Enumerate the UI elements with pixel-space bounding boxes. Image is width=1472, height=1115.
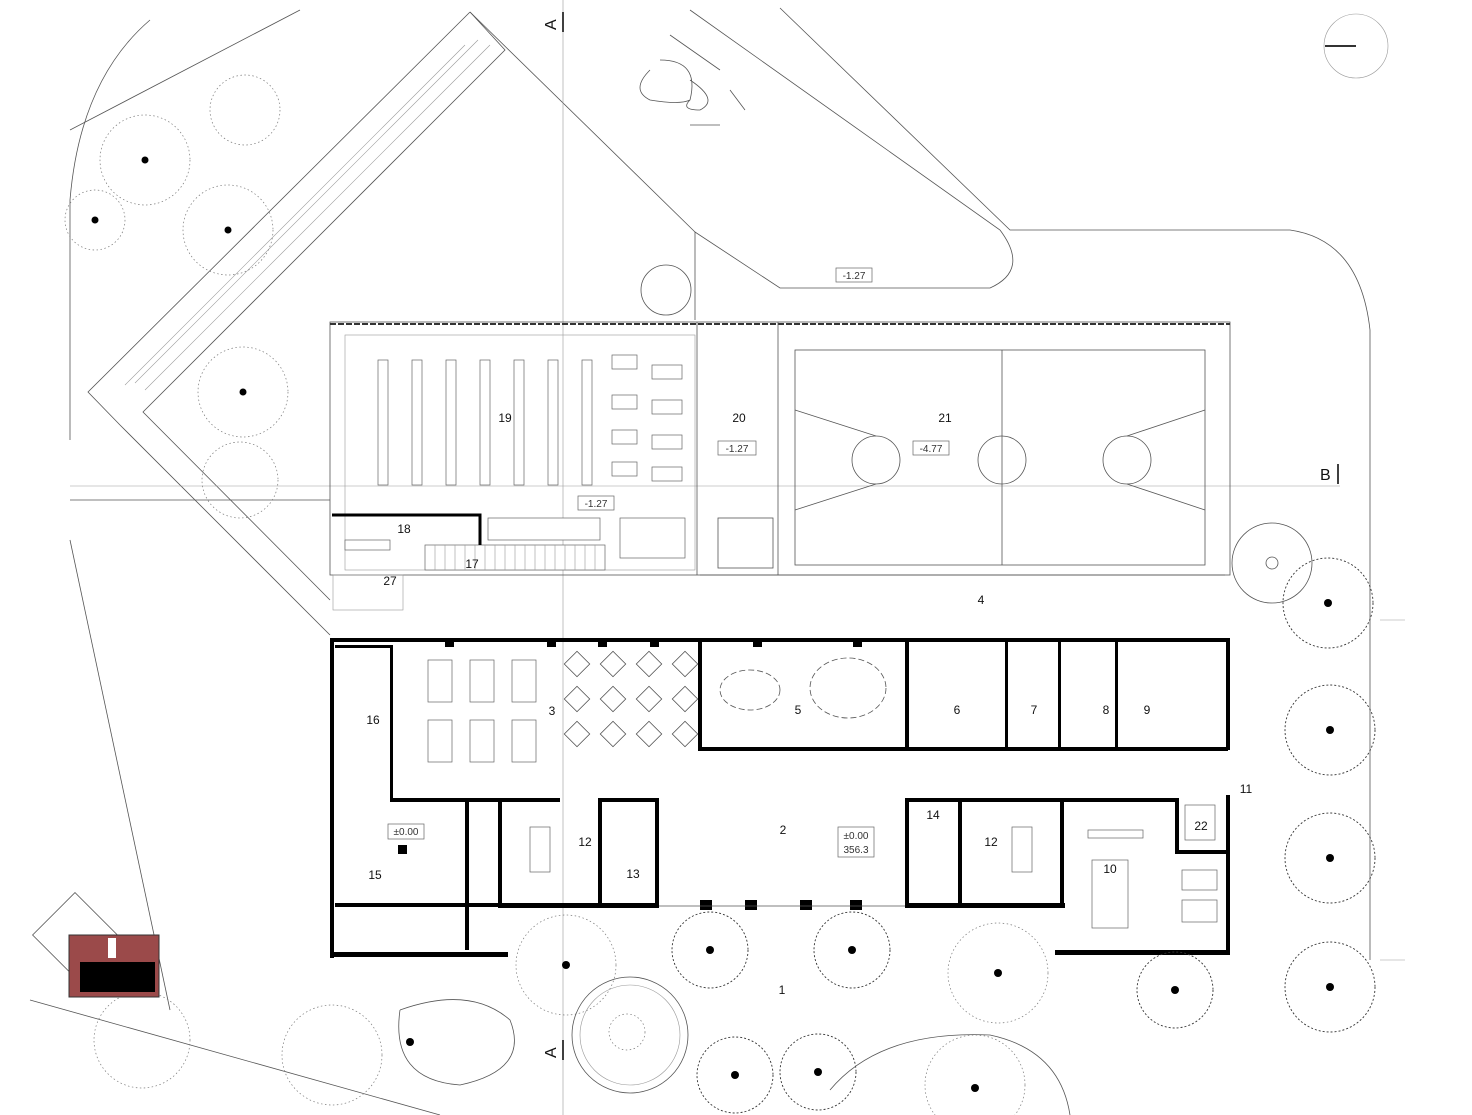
room-8-label: 8: [1103, 703, 1110, 717]
trees: [64, 74, 1376, 1115]
room-14-label: 14: [926, 808, 940, 822]
section-marker-b: B: [1320, 467, 1331, 484]
room-9-label: 9: [1144, 703, 1151, 717]
elevation-room19: -1.27: [585, 499, 608, 510]
ground-floor-walls: [330, 638, 1230, 958]
section-marker-a-bottom: A: [543, 1047, 560, 1058]
room-18-label: 18: [397, 522, 411, 536]
neighbor-house: [32, 892, 160, 998]
elevation-tag: [837, 826, 875, 858]
room-labels: 1 2 3 4 5 6 7 8 9 10 11 12 12 13 14 15 1…: [366, 411, 1252, 997]
room-5-label: 5: [795, 703, 802, 717]
elevation-room21: -4.77: [920, 444, 943, 455]
lower-level-volume: [329, 321, 1231, 611]
room-12-label: 12: [578, 835, 592, 849]
spiral-stair: [640, 264, 1313, 604]
north-arrow-icon: [1323, 13, 1389, 79]
library-shelves: [377, 359, 593, 486]
elevation-tag: [835, 267, 873, 283]
playground: [639, 34, 746, 126]
elevation-room2-absolute: 356.3: [843, 845, 868, 856]
room-27-label: 27: [383, 574, 397, 588]
room-2-label: 2: [780, 823, 787, 837]
room-17-label: 17: [465, 557, 479, 571]
elevation-landscape: -1.27: [843, 271, 866, 282]
room-22-label: 22: [1194, 819, 1208, 833]
elevation-tag: [387, 823, 425, 840]
elevation-room15: ±0.00: [394, 827, 419, 838]
room-19-label: 19: [498, 411, 512, 425]
room-11-label: 11: [1240, 782, 1253, 796]
furniture: [427, 650, 1218, 929]
section-marker-a-top: A: [543, 19, 560, 30]
room-21-label: 21: [938, 411, 952, 425]
elevation-room2: ±0.00: [844, 831, 869, 842]
section-lines: [70, 0, 1340, 1115]
site-boundaries: [29, 7, 1405, 1115]
room-7-label: 7: [1031, 703, 1038, 717]
room-1-label: 1: [779, 983, 786, 997]
room-10-label: 10: [1103, 862, 1117, 876]
room-12b-label: 12: [984, 835, 998, 849]
elevation-room20: -1.27: [726, 444, 749, 455]
study-tables: [487, 354, 686, 559]
room-15-label: 15: [368, 868, 382, 882]
room-20-label: 20: [732, 411, 746, 425]
room-3-label: 3: [549, 704, 556, 718]
stair-17: [424, 544, 606, 571]
room-16-label: 16: [366, 713, 380, 727]
sports-court: [794, 349, 1206, 566]
room-6-label: 6: [954, 703, 961, 717]
room-4-label: 4: [978, 593, 985, 607]
room-13-label: 13: [626, 867, 640, 881]
diagonal-building: [87, 11, 696, 636]
